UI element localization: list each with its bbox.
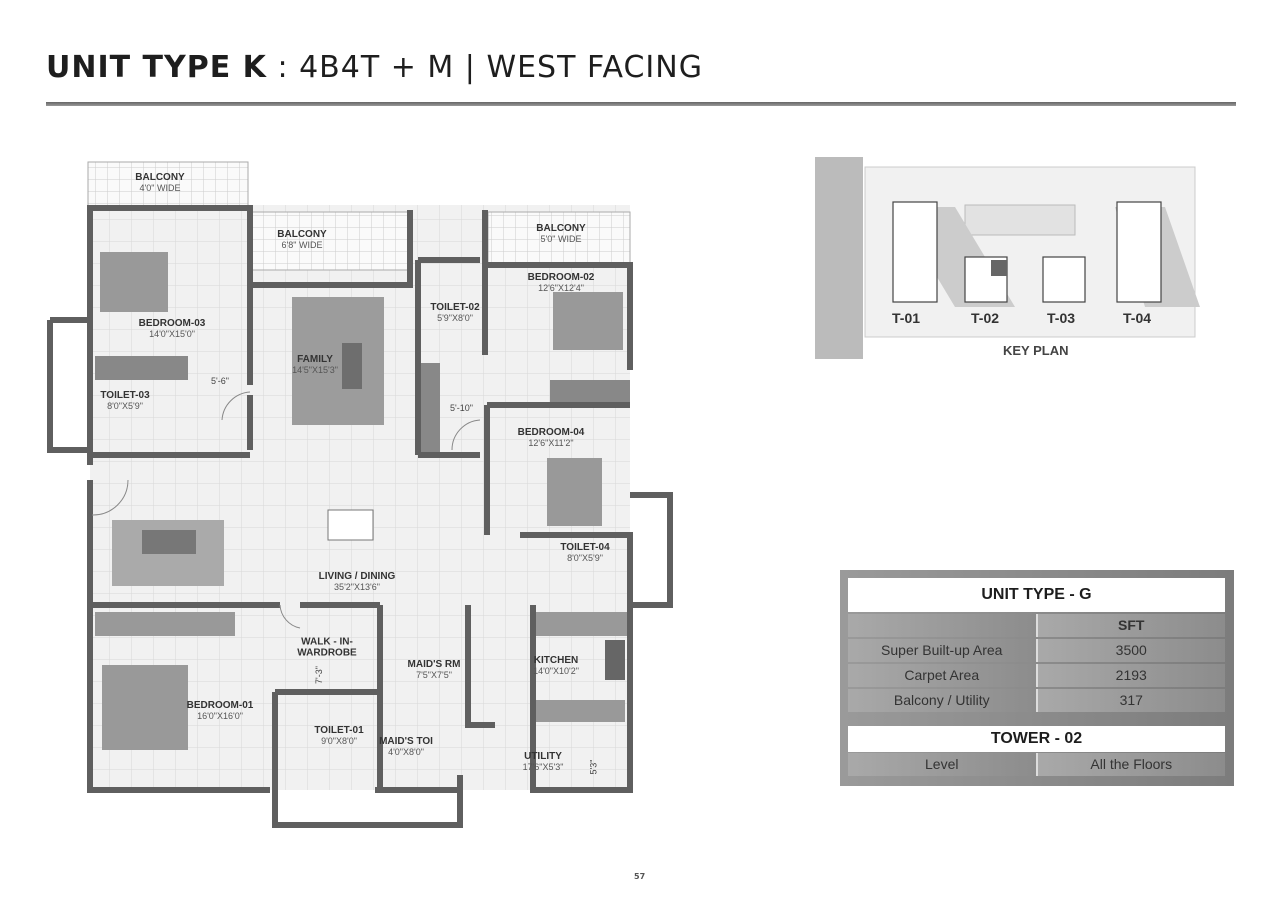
tower-blocks — [892, 201, 1162, 303]
walls — [47, 205, 673, 828]
tower-title: TOWER - 02 — [848, 726, 1225, 752]
dimension-utility: 5'3" — [588, 759, 599, 775]
tower-label-t03: T-03 — [1047, 310, 1076, 326]
key-plan-caption: KEY PLAN — [1003, 343, 1069, 358]
dimension-passage-2: 5'-10" — [450, 403, 473, 413]
tower-label-t01: T-01 — [892, 310, 921, 326]
title-divider — [46, 102, 1236, 106]
dimension-wardrobe: 7'-3" — [313, 666, 324, 684]
page-number: 57 — [634, 872, 646, 881]
row-label: Balcony / Utility — [848, 689, 1038, 712]
wardrobe-03 — [95, 356, 188, 380]
living-table — [142, 530, 196, 554]
kitchen-counter-2 — [535, 700, 625, 722]
tower-label-t02: T-02 — [971, 310, 1000, 326]
floor-plan — [47, 161, 673, 828]
dining-table — [327, 509, 374, 541]
tower-label-t04: T-04 — [1123, 310, 1152, 326]
balcony-3 — [487, 211, 631, 265]
family-rug — [292, 297, 384, 425]
dimension-passage-1: 5'-6" — [211, 376, 229, 386]
key-plan-map — [815, 157, 1200, 359]
bed-04 — [547, 458, 602, 526]
row-value: 317 — [1037, 689, 1225, 712]
header-blank — [848, 614, 1038, 637]
wardrobe-04 — [550, 380, 630, 404]
level-value: All the Floors — [1037, 753, 1225, 776]
area-table-header-row: SFT — [848, 614, 1225, 637]
row-value: 3500 — [1037, 639, 1225, 662]
area-table-title: UNIT TYPE - G — [848, 578, 1225, 612]
door-swings — [91, 391, 481, 629]
road — [815, 157, 863, 359]
row-value: 2193 — [1037, 664, 1225, 687]
page-title: UNIT TYPE K : 4B4T + M | WEST FACING — [46, 50, 703, 85]
wardrobe-01 — [95, 612, 235, 636]
kitchen-counter — [535, 612, 630, 636]
bed-01 — [102, 665, 188, 750]
title-config: : 4B4T + M | WEST FACING — [266, 50, 703, 85]
level-label: Level — [848, 753, 1038, 776]
balcony-2 — [251, 211, 413, 271]
highlighted-unit — [991, 260, 1007, 276]
unit-header: SFT — [1037, 614, 1225, 637]
bed-03 — [100, 252, 168, 312]
podium — [964, 204, 1076, 236]
room-label-walk-in-wardrobe: WALK - IN-WARDROBE — [297, 636, 357, 658]
row-label: Carpet Area — [848, 664, 1038, 687]
balcony-1 — [87, 161, 249, 208]
title-unit-type: UNIT TYPE K — [46, 50, 267, 85]
stove — [605, 640, 625, 680]
coffee-table — [342, 343, 362, 389]
row-label: Super Built-up Area — [848, 639, 1038, 662]
bed-02 — [553, 292, 623, 350]
